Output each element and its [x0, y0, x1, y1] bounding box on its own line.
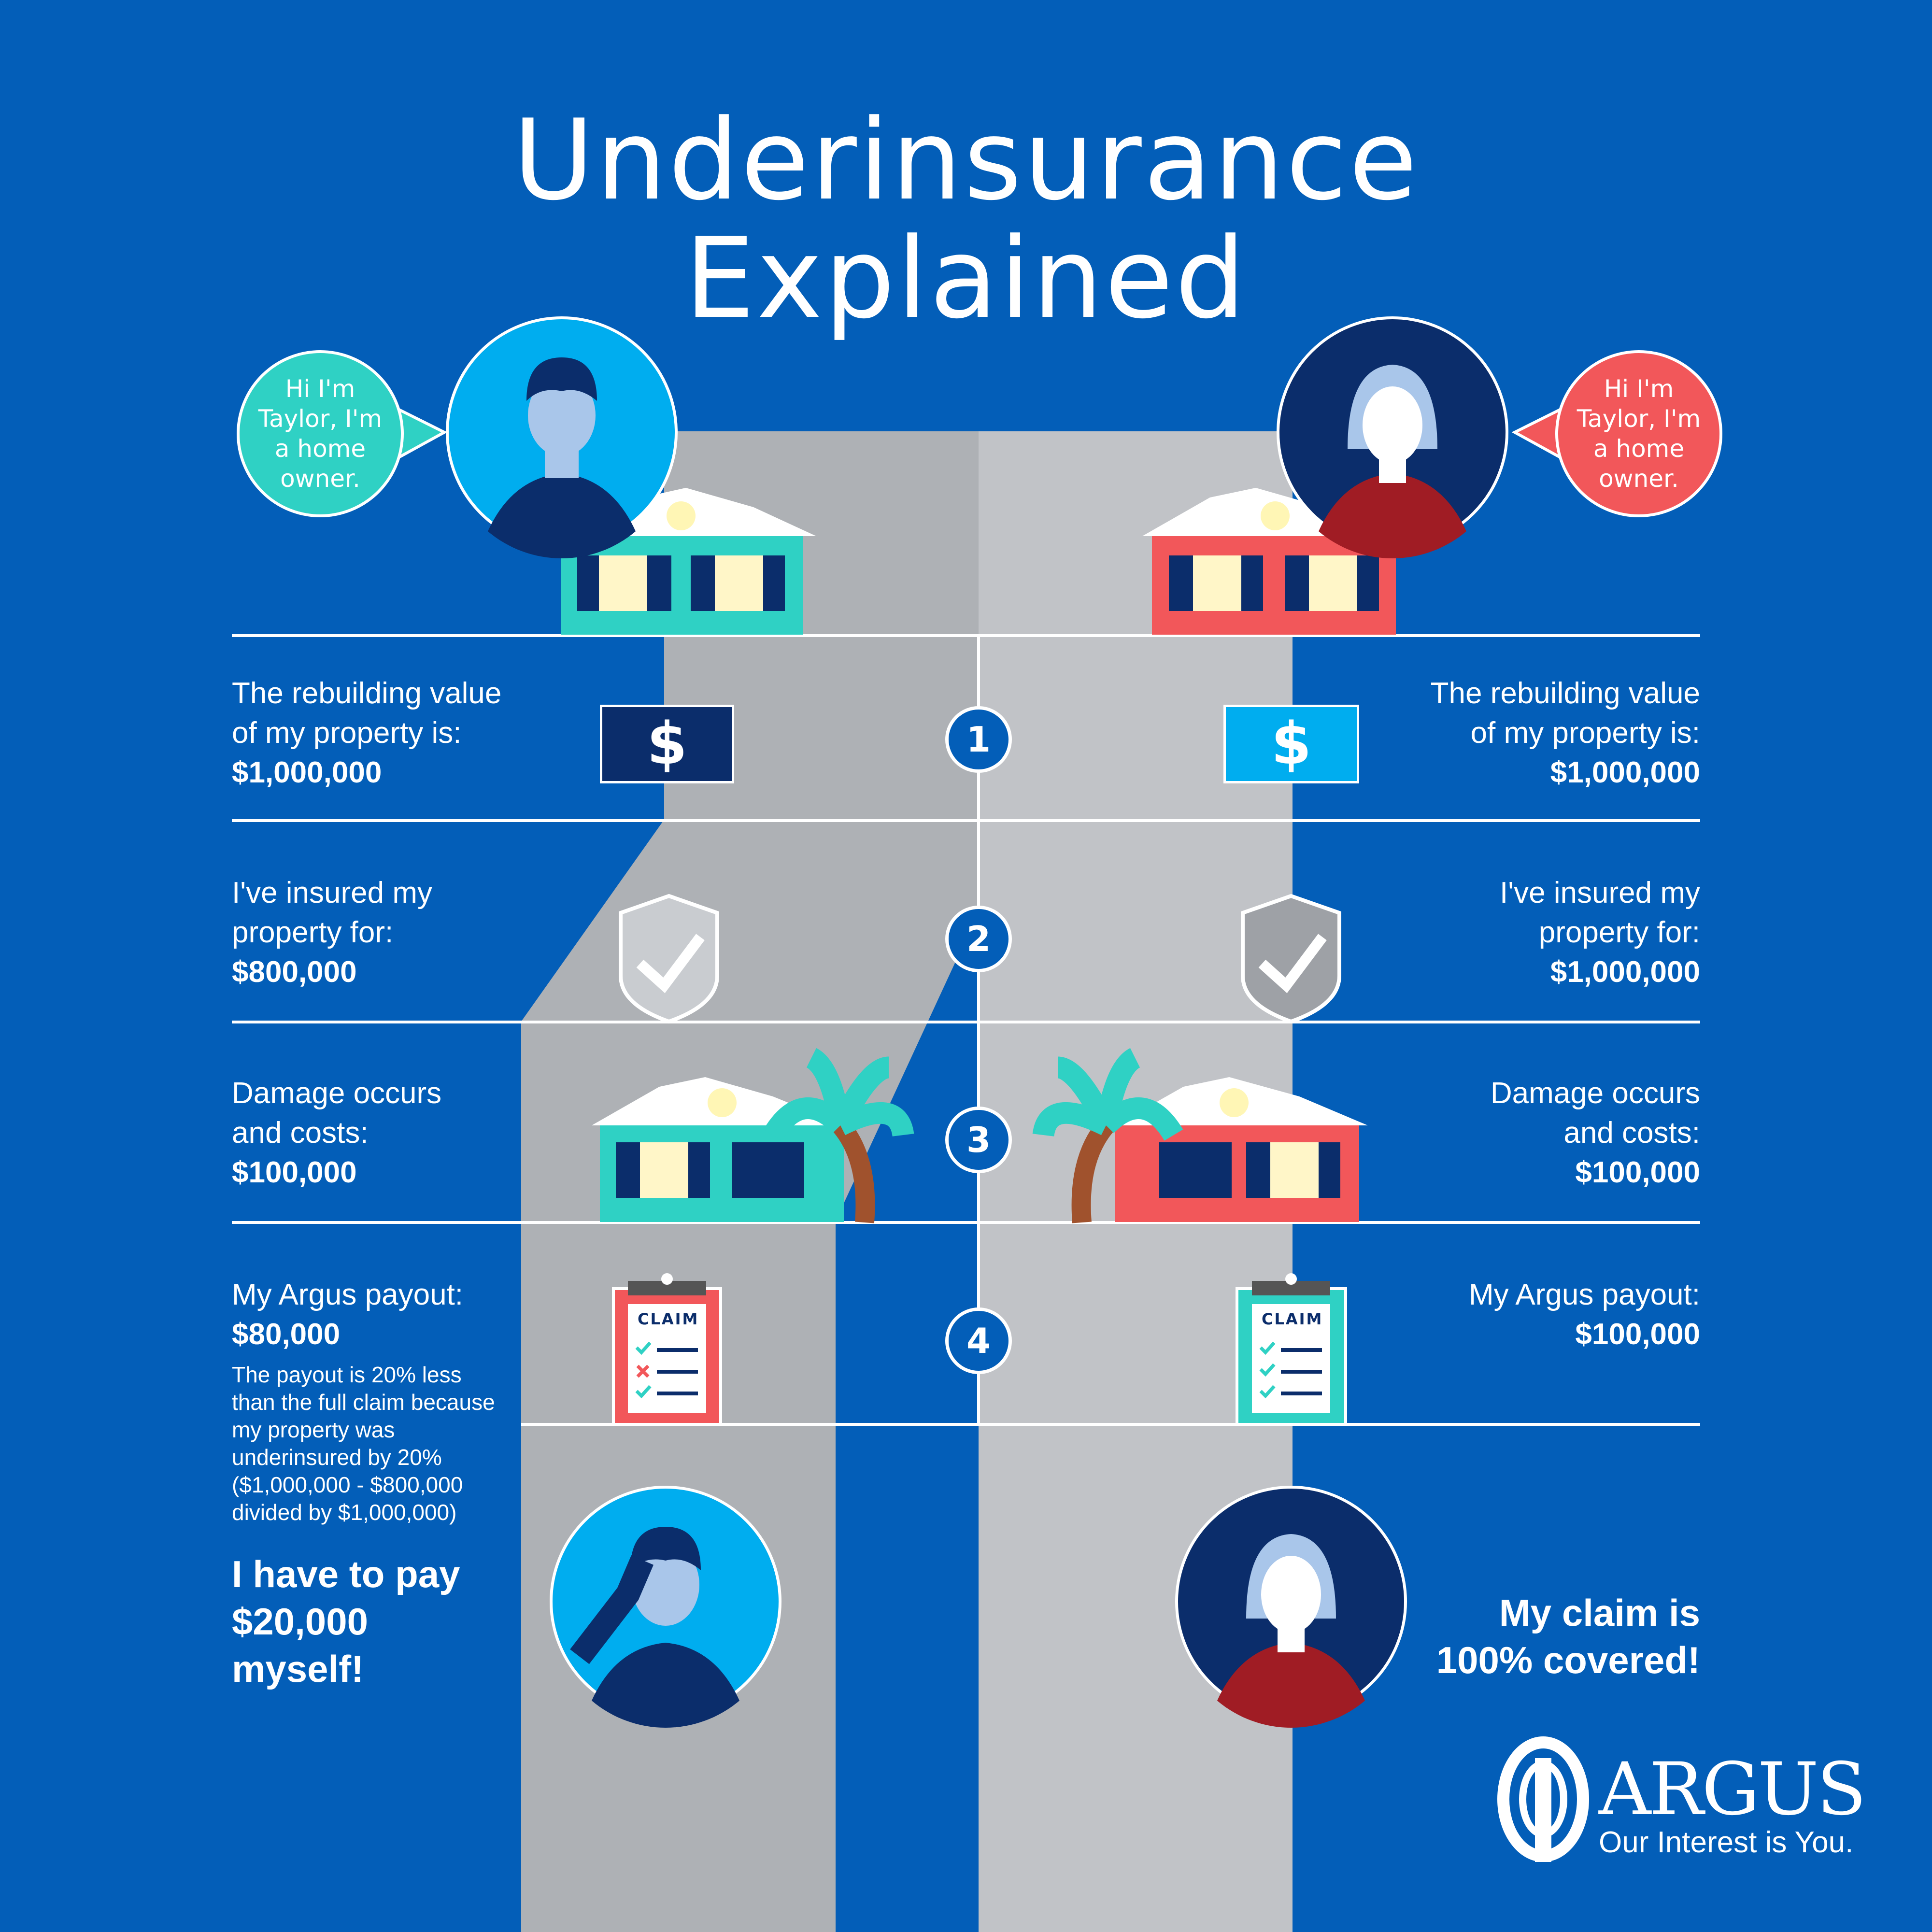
avatar-man-worried — [550, 1486, 781, 1728]
claim-label: CLAIM — [638, 1310, 699, 1328]
step-number: 3 — [945, 1107, 1012, 1173]
dollar-icon: $ — [1223, 705, 1359, 783]
avatar-woman — [1277, 316, 1508, 559]
shield-check-icon — [1241, 894, 1341, 1024]
house-coral-damaged — [1032, 1048, 1368, 1223]
shield-check-icon — [619, 894, 719, 1024]
house-teal-top — [561, 488, 816, 635]
logo-name: ARGUS — [1599, 1747, 1866, 1832]
house-teal-damaged — [592, 1048, 914, 1223]
divider-lines — [232, 634, 1700, 1426]
right-step4: My Argus payout:$100,000 — [1468, 1278, 1700, 1351]
logo-tagline: Our Interest is You. — [1599, 1826, 1854, 1859]
claim-clipboard-icon — [1236, 1273, 1347, 1426]
step-number: 1 — [945, 706, 1012, 773]
step-number: 4 — [945, 1307, 1012, 1374]
step-number: 2 — [945, 906, 1012, 972]
speech-bubble-left: Hi I'm Taylor, I'm a home owner. — [237, 350, 404, 517]
argus-logo: ARGUS Our Interest is You. — [1599, 1747, 1866, 1860]
argus-lighthouse-icon — [1497, 1736, 1589, 1862]
claim-label: CLAIM — [1262, 1310, 1323, 1328]
avatar-man — [446, 316, 678, 559]
speech-bubble-right: Hi I'm Taylor, I'm a home owner. — [1555, 350, 1722, 517]
claim-clipboard-icon — [612, 1273, 722, 1426]
dollar-icon: $ — [600, 705, 734, 783]
avatar-woman-happy — [1175, 1486, 1407, 1728]
